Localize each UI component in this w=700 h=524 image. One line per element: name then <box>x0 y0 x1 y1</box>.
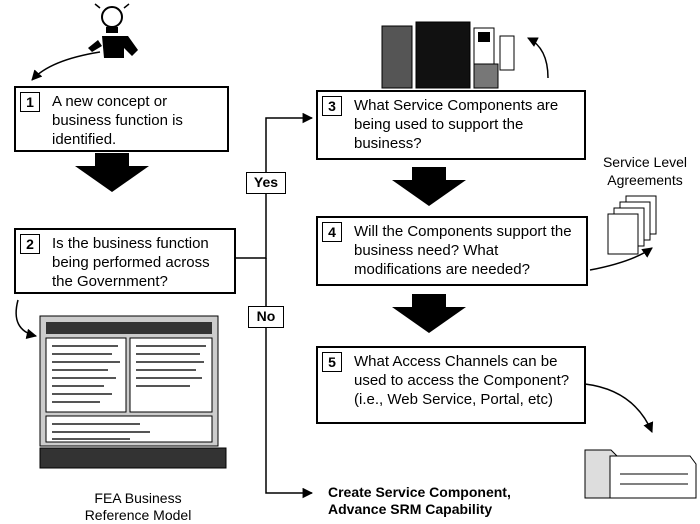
start-curved-arrow <box>31 51 101 81</box>
final-outcome-line-2: Advance SRM Capability <box>328 501 493 517</box>
step-1-number: 1 <box>20 92 40 112</box>
components-return-arrow <box>527 37 549 79</box>
documents-stack-icon <box>607 195 657 255</box>
down-arrow-1-2 <box>75 153 149 192</box>
step-4-box: 4 Will the Components support the busine… <box>316 216 588 286</box>
reference-model-image <box>39 315 227 469</box>
step-5-number: 5 <box>322 352 342 372</box>
sla-arrow <box>589 247 653 271</box>
service-level-agreements-label: Service Level Agreements <box>602 154 688 188</box>
down-arrow-4-5 <box>392 294 466 333</box>
step-2-box: 2 Is the business function being perform… <box>14 228 236 294</box>
final-outcome: Create Service Component, Advance SRM Ca… <box>328 484 568 518</box>
step-3-number: 3 <box>322 96 342 116</box>
step-5-text: What Access Channels can be used to acce… <box>354 353 570 408</box>
no-branch-line <box>265 258 314 499</box>
server-components-icon <box>381 21 515 89</box>
lightbulb-person-icon <box>88 3 138 58</box>
yes-label: Yes <box>246 172 286 194</box>
brm-label: FEA Business Reference Model <box>84 490 192 523</box>
no-label: No <box>248 306 284 328</box>
brm-curved-arrow <box>15 299 38 339</box>
step-2-text: Is the business function being performed… <box>52 235 210 290</box>
access-arrow <box>584 383 654 433</box>
step-4-number: 4 <box>322 222 342 242</box>
step-4-text: Will the Components support the business… <box>354 223 572 278</box>
final-outcome-line-1: Create Service Component, <box>328 484 511 500</box>
step-5-box: 5 What Access Channels can be used to ac… <box>316 346 586 424</box>
step-1-text: A new concept or business function is id… <box>52 93 183 148</box>
step-1-box: 1 A new concept or business function is … <box>14 86 229 152</box>
access-device-icon <box>584 449 697 499</box>
step-3-box: 3 What Service Components are being used… <box>316 90 586 160</box>
step-2-number: 2 <box>20 234 40 254</box>
down-arrow-3-4 <box>392 167 466 206</box>
step-3-text: What Service Components are being used t… <box>354 97 559 152</box>
